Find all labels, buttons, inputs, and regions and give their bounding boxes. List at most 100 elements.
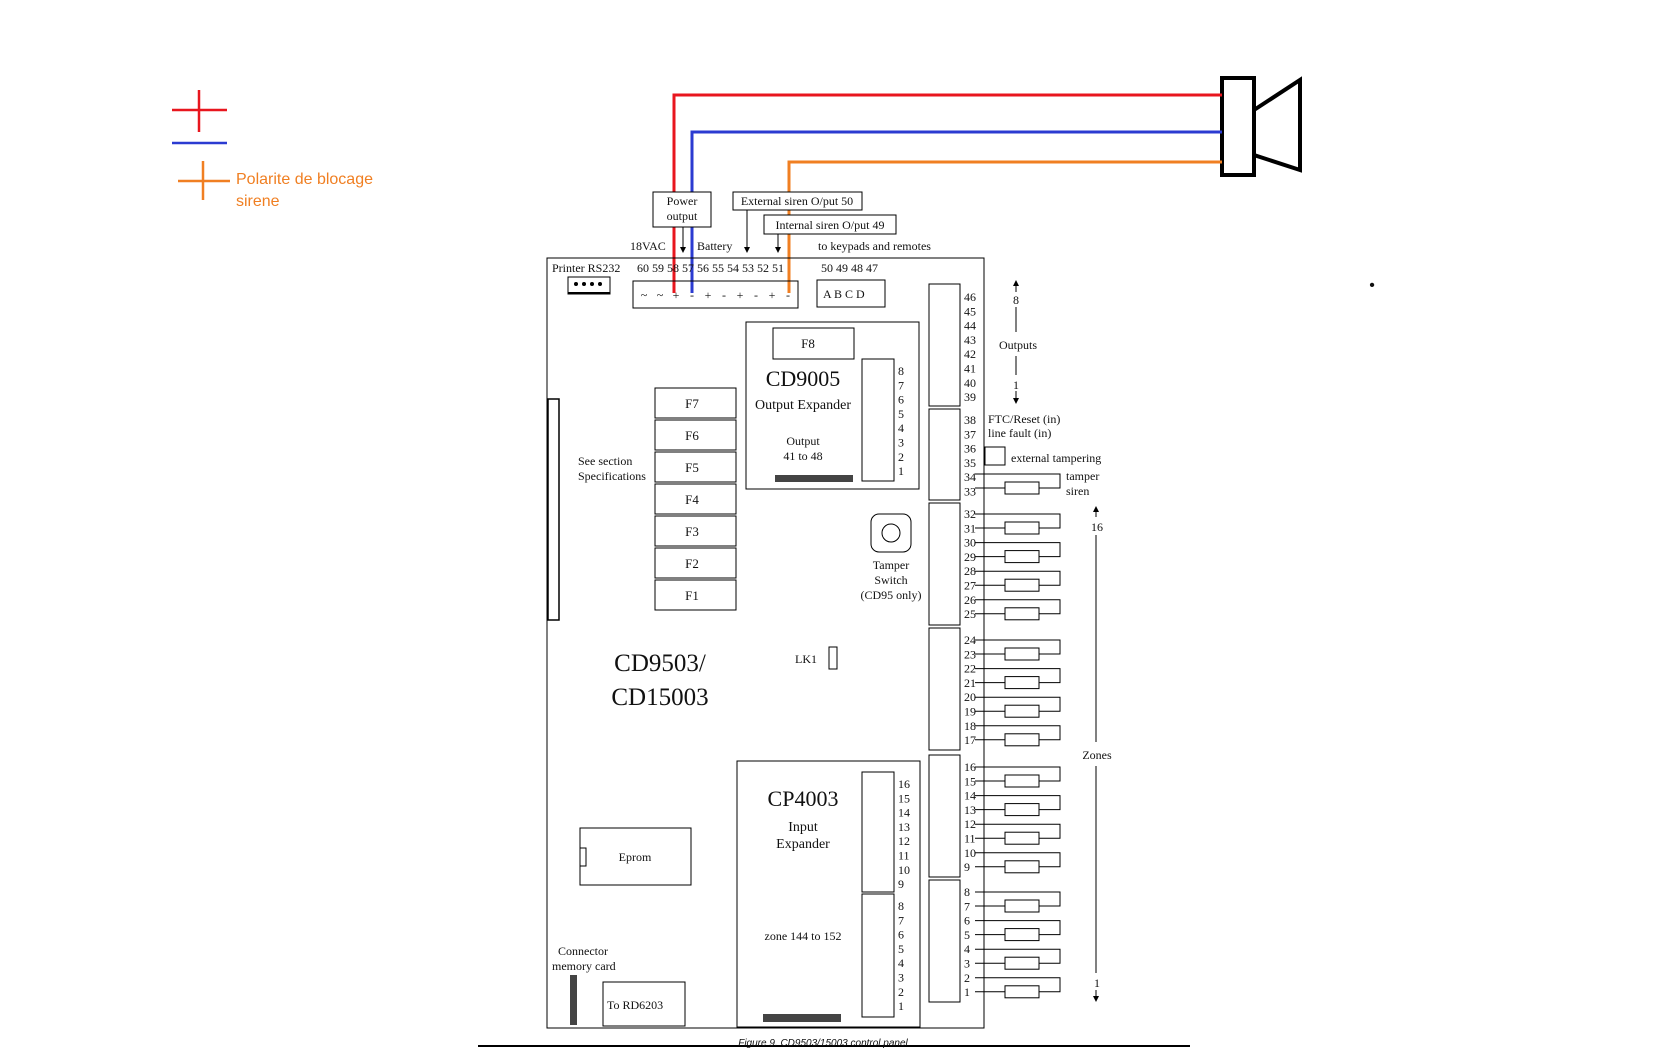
fuse-f3: F3 bbox=[654, 515, 737, 547]
cp4003-pin-label: 10 bbox=[898, 863, 910, 877]
zone-resistor-loop bbox=[975, 920, 1061, 942]
terminal-number: 26 bbox=[964, 593, 976, 607]
zone-resistor-loop bbox=[975, 570, 1061, 592]
connector-label-2: memory card bbox=[552, 959, 616, 973]
right-terminal-numbers: 4645444342414039383736353433323130292827… bbox=[964, 290, 976, 999]
cd9005-connector-bar bbox=[775, 475, 853, 482]
svg-text:F3: F3 bbox=[685, 524, 699, 539]
stray-dot: • bbox=[1369, 277, 1375, 294]
figure-caption: Figure 9. CD9503/15003 control panel bbox=[738, 1038, 908, 1049]
cp4003-pin-label: 5 bbox=[898, 942, 904, 956]
eprom-notch bbox=[579, 847, 587, 867]
terminal-block-outputs bbox=[928, 283, 961, 407]
cp4003-pin-label: 2 bbox=[898, 985, 904, 999]
outputs-bottom-label: 1 bbox=[1013, 378, 1019, 392]
cp4003-pin-label: 6 bbox=[898, 928, 904, 942]
terminal-number: 18 bbox=[964, 719, 976, 733]
arrow-outputs-up bbox=[1013, 280, 1019, 292]
memory-card-connector bbox=[570, 975, 577, 1025]
cp4003-pin-label: 15 bbox=[898, 791, 910, 805]
ftc-label: FTC/Reset (in) bbox=[988, 412, 1060, 426]
cd9005-output-2: 41 to 48 bbox=[783, 449, 822, 463]
cd9005-pin-label: 4 bbox=[898, 421, 904, 435]
arrow-external bbox=[744, 210, 750, 253]
arrow-outputs-down bbox=[1013, 391, 1019, 404]
terminal-symbols: ~~+-+-+-+- bbox=[641, 288, 790, 302]
legend-plus-orange bbox=[178, 161, 230, 200]
terminal-number: 19 bbox=[964, 705, 976, 719]
zone-resistors bbox=[975, 473, 1061, 999]
power-output-label-2: output bbox=[667, 209, 698, 223]
bus-numbers: 50 49 48 47 bbox=[821, 261, 878, 275]
speaker-icon bbox=[1220, 76, 1302, 177]
terminal-block-zones-16-9 bbox=[928, 754, 961, 878]
svg-text:F5: F5 bbox=[685, 460, 699, 475]
fuse-f1: F1 bbox=[654, 579, 737, 611]
zone-resistor-loop bbox=[975, 795, 1061, 817]
terminal-symbol: - bbox=[754, 288, 758, 302]
svg-text:F4: F4 bbox=[685, 492, 699, 507]
terminal-number: 29 bbox=[964, 550, 976, 564]
see-section-label-2: Specifications bbox=[578, 469, 646, 483]
rd6203-label: To RD6203 bbox=[607, 998, 663, 1012]
bus-terminal-block bbox=[816, 279, 886, 308]
cd9005-pin-label: 8 bbox=[898, 364, 904, 378]
zone-resistor-loop bbox=[975, 599, 1061, 621]
lk1-label: LK1 bbox=[795, 652, 817, 666]
terminal-number: 32 bbox=[964, 507, 976, 521]
terminal-number: 7 bbox=[964, 899, 970, 913]
terminal-number: 40 bbox=[964, 376, 976, 390]
terminal-number: 33 bbox=[964, 485, 976, 499]
see-section-label-1: See section bbox=[578, 454, 632, 468]
terminal-number: 22 bbox=[964, 662, 976, 676]
svg-text:F2: F2 bbox=[685, 556, 699, 571]
cd9005-subtitle: Output Expander bbox=[755, 398, 851, 413]
cp4003-pin-label: 13 bbox=[898, 820, 910, 834]
fuse-f5: F5 bbox=[654, 451, 737, 483]
cp4003-pin-label: 8 bbox=[898, 899, 904, 913]
internal-siren-label: Internal siren O/put 49 bbox=[776, 218, 885, 232]
terminal-number: 38 bbox=[964, 413, 976, 427]
terminal-number: 8 bbox=[964, 885, 970, 899]
model-name-2: CD15003 bbox=[611, 684, 708, 711]
terminal-number: 15 bbox=[964, 774, 976, 788]
legend-orange-label-2: sirene bbox=[236, 193, 280, 210]
printer-label: Printer RS232 bbox=[552, 261, 620, 275]
tamper-switch-icon bbox=[870, 513, 912, 553]
svg-text:F1: F1 bbox=[685, 588, 699, 603]
battery-label: Battery bbox=[697, 239, 732, 253]
zone-resistor-loop bbox=[975, 977, 1061, 999]
legend-orange-label-1: Polarite de blocage bbox=[236, 171, 373, 188]
zones-top-label: 16 bbox=[1091, 520, 1103, 534]
zone-resistor-loop bbox=[975, 948, 1061, 970]
fuse-f8 bbox=[772, 327, 855, 360]
cd9005-output-1: Output bbox=[786, 434, 820, 448]
cp4003-pin-block-upper bbox=[861, 771, 895, 893]
terminal-number: 45 bbox=[964, 304, 976, 318]
terminal-number: 35 bbox=[964, 456, 976, 470]
cp4003-pin-label: 9 bbox=[898, 877, 904, 891]
terminal-number: 42 bbox=[964, 347, 976, 361]
terminal-number: 24 bbox=[964, 633, 976, 647]
cd9005-pin-label: 1 bbox=[898, 464, 904, 478]
terminal-symbol: + bbox=[737, 288, 744, 302]
cd9005-pin-block bbox=[861, 358, 895, 482]
cp4003-connector-bar bbox=[763, 1014, 841, 1022]
terminal-number: 44 bbox=[964, 319, 976, 333]
model-name-1: CD9503/ bbox=[614, 650, 706, 677]
fuse-f7: F7 bbox=[654, 387, 737, 419]
terminal-symbol: - bbox=[722, 288, 726, 302]
zone-resistor-loop bbox=[975, 766, 1061, 788]
terminal-number: 43 bbox=[964, 333, 976, 347]
arrow-internal bbox=[775, 234, 781, 253]
terminal-symbol: + bbox=[769, 288, 776, 302]
cp4003-subtitle-2: Expander bbox=[776, 837, 830, 852]
terminal-numbers: 60 59 58 57 56 55 54 53 52 51 bbox=[637, 261, 784, 275]
svg-text:F7: F7 bbox=[685, 396, 699, 411]
terminal-number: 12 bbox=[964, 817, 976, 831]
terminal-number: 31 bbox=[964, 521, 976, 535]
terminal-block-zones-8-1 bbox=[928, 879, 961, 1003]
lk1-jumper bbox=[828, 646, 838, 670]
arrow-zones-down bbox=[1093, 990, 1099, 1002]
